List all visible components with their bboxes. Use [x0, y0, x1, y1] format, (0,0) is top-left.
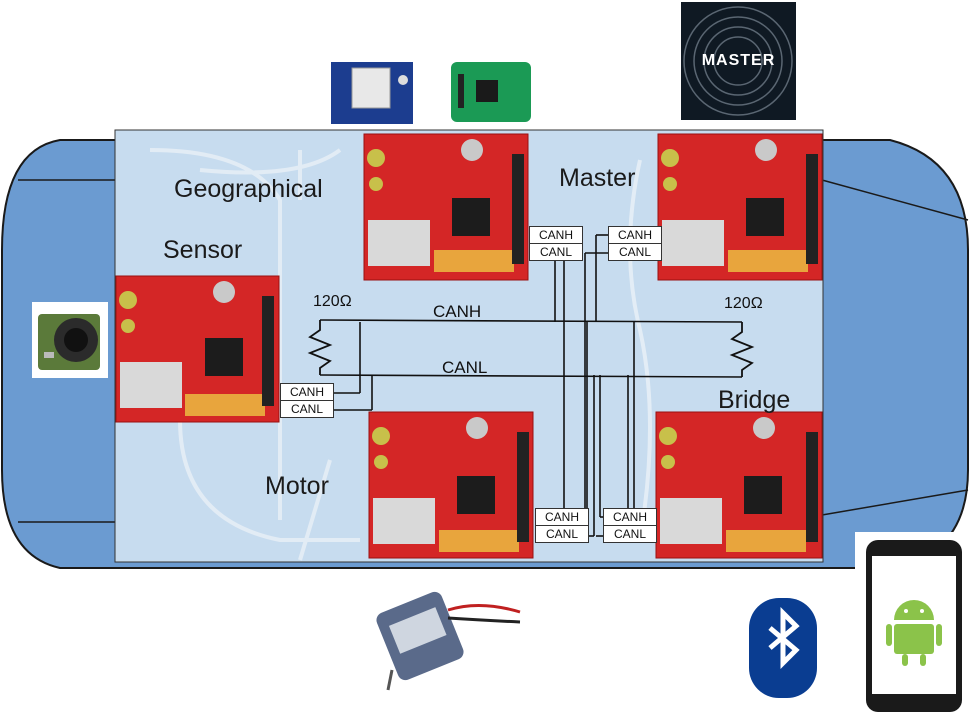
resistor-left-label: 120Ω	[313, 293, 352, 310]
ultrasonic-sensor-icon	[32, 302, 108, 378]
connector-canh: CANH	[544, 510, 579, 524]
master-logo-text: MASTER	[701, 52, 776, 69]
bluetooth-icon	[749, 598, 817, 698]
board-motor	[368, 411, 534, 559]
resistor-right	[729, 322, 755, 377]
android-phone-icon	[855, 532, 971, 718]
connector-canh: CANH	[289, 385, 324, 399]
bus-label-canh: CANH	[433, 302, 482, 321]
label-geographical: Geographical	[174, 175, 323, 203]
label-master: Master	[559, 164, 636, 192]
connector-canl: CANL	[609, 243, 661, 260]
resistor-left	[307, 320, 333, 375]
master-logo-rings	[683, 6, 793, 116]
master-logo: MASTER	[681, 2, 796, 120]
connector-bridge: CANH CANL	[603, 508, 657, 543]
connector-canl: CANL	[281, 400, 333, 417]
connector-canl: CANL	[530, 243, 582, 260]
label-bridge: Bridge	[718, 386, 791, 414]
resistor-right-label: 120Ω	[724, 295, 763, 312]
dc-motor-icon	[376, 591, 521, 691]
compass-module-icon	[451, 62, 531, 122]
connector-canl: CANL	[536, 525, 588, 542]
connector-sensor: CANH CANL	[280, 383, 334, 418]
board-bridge	[655, 411, 823, 559]
connector-motor: CANH CANL	[535, 508, 589, 543]
board-geographical	[363, 133, 529, 281]
connector-canh: CANH	[538, 228, 573, 242]
board-master	[657, 133, 823, 281]
label-motor: Motor	[265, 472, 329, 500]
connector-canh: CANH	[617, 228, 652, 242]
connector-geographical: CANH CANL	[529, 226, 583, 261]
gps-module-icon	[331, 62, 413, 124]
connector-canh: CANH	[612, 510, 647, 524]
connector-canl: CANL	[604, 525, 656, 542]
label-sensor: Sensor	[163, 236, 243, 264]
bus-label-canl: CANL	[442, 358, 488, 377]
board-sensor	[115, 275, 280, 423]
connector-master: CANH CANL	[608, 226, 662, 261]
